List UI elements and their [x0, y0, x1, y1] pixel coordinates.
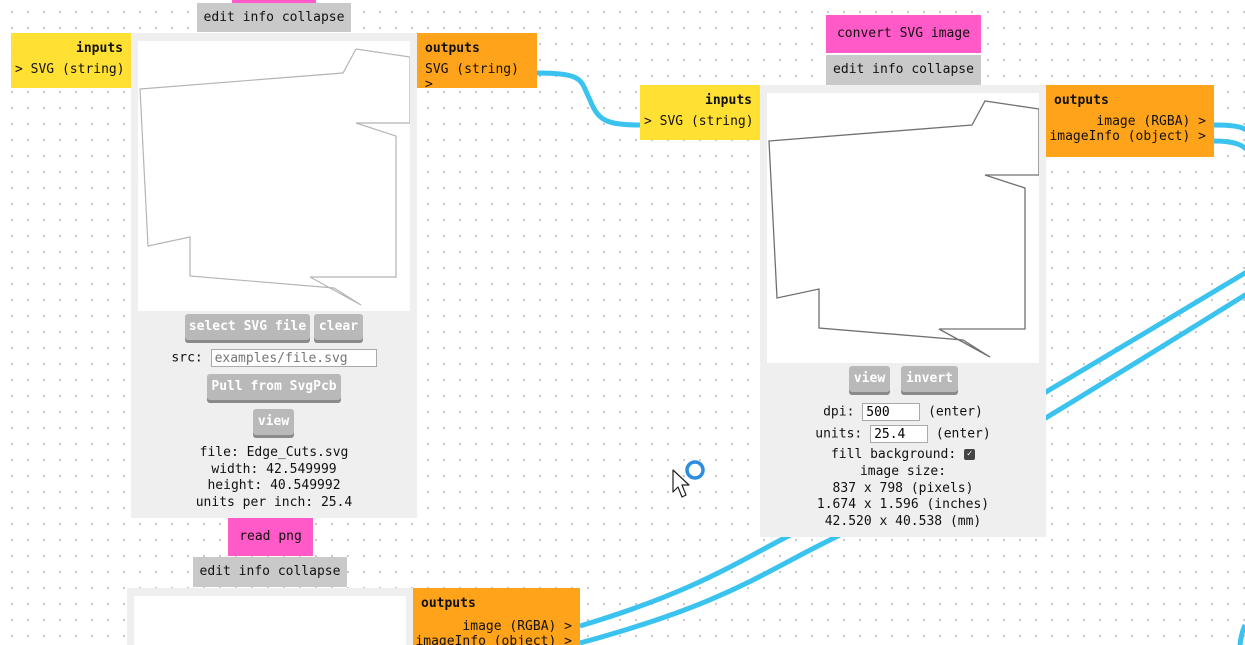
fill-background-checkbox[interactable]: ✓: [964, 449, 976, 460]
fill-row: fill background: ✓: [760, 447, 1046, 462]
dpi-input[interactable]: [862, 403, 921, 421]
node-right-inputs: inputs > SVG (string): [640, 85, 760, 140]
node-bottom-panel: [127, 588, 413, 645]
node-bottom-title[interactable]: read png: [228, 518, 313, 556]
svg-preview: [138, 41, 410, 311]
file-info: file: Edge_Cuts.svg width: 42.549999 hei…: [131, 445, 417, 511]
rendered-image-outline: [768, 100, 1039, 358]
png-preview: [134, 596, 406, 645]
input-port-svg[interactable]: > SVG (string): [644, 114, 754, 129]
node-left-inputs: inputs > SVG (string): [11, 33, 131, 88]
file-units: units per inch: 25.4: [195, 494, 353, 510]
outputs-title: outputs: [421, 596, 476, 611]
node-bottom-outputs: outputs image (RGBA) > imageInfo (object…: [413, 588, 580, 645]
image-size-mm: 42.520 x 40.538 (mm): [824, 513, 982, 529]
output-port-imageinfo[interactable]: imageInfo (object) >: [415, 634, 572, 645]
image-size-title: image size:: [859, 464, 947, 479]
image-preview: [767, 93, 1039, 363]
units-row: units: (enter): [760, 425, 1046, 443]
wire-svg-to-convert[interactable]: [534, 70, 644, 128]
output-port-imageinfo[interactable]: imageInfo (object) >: [1049, 129, 1206, 144]
src-input[interactable]: [210, 349, 377, 367]
image-size-pixels: 837 x 798 (pixels): [832, 480, 974, 496]
inputs-title: inputs: [76, 41, 123, 56]
node-left-panel: select SVG file clear src: Pull from Svg…: [131, 33, 417, 518]
file-name: file: Edge_Cuts.svg: [199, 445, 349, 460]
wire-right-edge[interactable]: [1237, 624, 1245, 645]
src-label: src:: [171, 350, 203, 366]
invert-button[interactable]: invert: [901, 366, 958, 392]
output-port-image[interactable]: image (RGBA) >: [1096, 114, 1206, 129]
node-left-outputs: outputs SVG (string) >: [417, 33, 537, 92]
fill-background-label: fill background:: [830, 447, 957, 462]
dpi-row: dpi: (enter): [760, 403, 1046, 421]
select-svg-file-button[interactable]: select SVG file: [185, 314, 310, 340]
node-right-tab[interactable]: edit info collapse: [826, 55, 981, 85]
outputs-title: outputs: [1054, 93, 1109, 108]
wire-image-out-top[interactable]: [1212, 122, 1245, 133]
edge-cuts-outline: [139, 48, 410, 306]
node-right-outputs: outputs image (RGBA) > imageInfo (object…: [1046, 85, 1214, 157]
dpi-label: dpi:: [823, 404, 855, 420]
view-button[interactable]: view: [253, 409, 294, 435]
dpi-enter: (enter): [928, 404, 983, 420]
outputs-title: outputs: [425, 41, 480, 56]
view-button[interactable]: view: [849, 366, 890, 392]
node-right-title[interactable]: convert SVG image: [826, 15, 981, 53]
file-height: height: 40.549992: [207, 478, 341, 493]
clear-button[interactable]: clear: [314, 314, 363, 340]
units-label: units:: [815, 426, 863, 442]
node-left-title-edge[interactable]: [232, 0, 316, 4]
units-enter: (enter): [935, 426, 991, 442]
src-row: src:: [131, 349, 417, 367]
file-width: width: 42.549999: [211, 461, 337, 477]
input-port-svg[interactable]: > SVG (string): [15, 62, 125, 77]
image-size-info: image size: 837 x 798 (pixels) 1.674 x 1…: [760, 464, 1046, 530]
image-size-inches: 1.674 x 1.596 (inches): [816, 497, 990, 512]
units-input[interactable]: [870, 425, 929, 443]
node-bottom-tab[interactable]: edit info collapse: [193, 557, 347, 587]
node-right-panel: view invert dpi: (enter) units: (enter) …: [760, 85, 1046, 537]
output-port-image[interactable]: image (RGBA) >: [462, 619, 572, 634]
wire-info-out-top[interactable]: [1212, 138, 1245, 152]
inputs-title: inputs: [705, 93, 752, 108]
pull-from-svgpcb-button[interactable]: Pull from SvgPcb: [207, 374, 341, 400]
node-left-tab[interactable]: edit info collapse: [197, 3, 351, 32]
output-port-svg[interactable]: SVG (string) >: [425, 62, 519, 92]
